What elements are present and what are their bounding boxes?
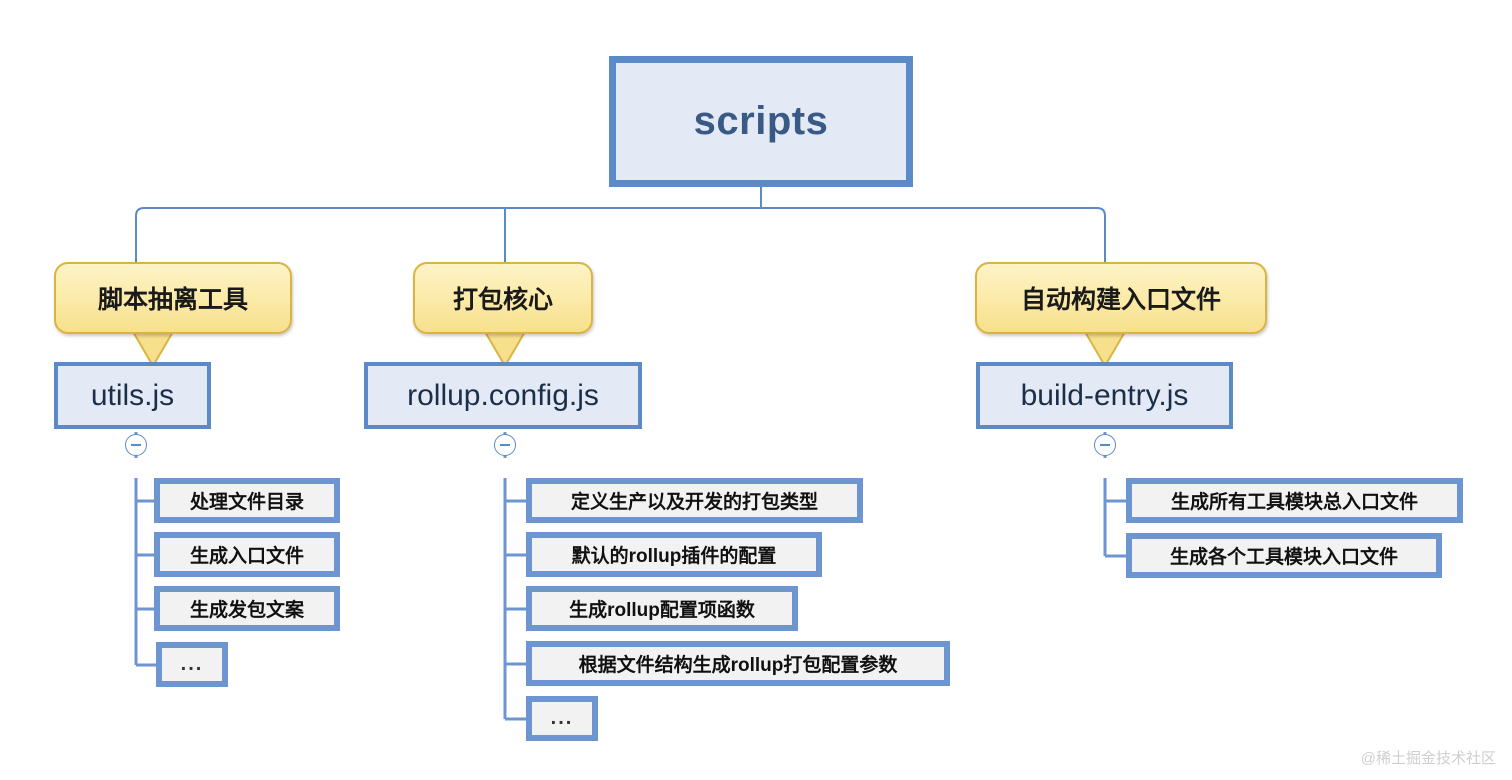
root-node-scripts[interactable]: scripts — [609, 56, 913, 187]
leaf-node[interactable]: 定义生产以及开发的打包类型 — [526, 478, 863, 523]
leaf-label: 生成入口文件 — [189, 546, 304, 567]
minus-icon — [1100, 444, 1110, 446]
leaf-label: 生成各个工具模块入口文件 — [1169, 547, 1398, 568]
callout-utils[interactable]: 脚本抽离工具 — [54, 262, 292, 334]
leaf-label: 定义生产以及开发的打包类型 — [570, 492, 818, 513]
callout-rollup-config[interactable]: 打包核心 — [413, 262, 593, 334]
file-node-label: build-entry.js — [1020, 378, 1189, 412]
leaf-node[interactable]: 根据文件结构生成rollup打包配置参数 — [526, 641, 950, 686]
leaf-node[interactable]: 生成rollup配置项函数 — [526, 586, 798, 631]
leaf-label: ... — [180, 653, 204, 675]
leaf-node[interactable]: 默认的rollup插件的配置 — [526, 532, 822, 577]
leaf-node[interactable]: 生成各个工具模块入口文件 — [1126, 533, 1442, 578]
callout-label: 自动构建入口文件 — [1020, 286, 1221, 314]
callout-build-entry[interactable]: 自动构建入口文件 — [975, 262, 1267, 334]
leaf-node[interactable]: 处理文件目录 — [154, 478, 340, 523]
leaf-node[interactable]: 生成发包文案 — [154, 586, 340, 631]
minus-icon — [500, 444, 510, 446]
leaf-label: 根据文件结构生成rollup打包配置参数 — [578, 655, 898, 676]
page-title: scripts — [693, 99, 829, 143]
file-node-label: utils.js — [90, 378, 175, 412]
file-node-build-entry-js[interactable]: build-entry.js — [976, 362, 1233, 429]
leaf-node-ellipsis[interactable]: ... — [156, 642, 228, 687]
leaf-node[interactable]: 生成入口文件 — [154, 532, 340, 577]
watermark: @稀土掘金技术社区 — [1360, 750, 1496, 767]
file-node-label: rollup.config.js — [407, 378, 599, 412]
leaf-label: 处理文件目录 — [189, 492, 304, 513]
leaf-label: 默认的rollup插件的配置 — [571, 546, 777, 567]
callout-label: 脚本抽离工具 — [97, 286, 248, 314]
callout-tail-group — [131, 329, 1127, 367]
leaf-node[interactable]: 生成所有工具模块总入口文件 — [1126, 478, 1463, 523]
leaf-node-ellipsis[interactable]: ... — [526, 696, 598, 741]
minus-icon — [131, 444, 141, 446]
collapse-toggle-utils[interactable] — [125, 434, 147, 456]
collapse-toggle-rollup-config[interactable] — [494, 434, 516, 456]
file-node-rollup-config-js[interactable]: rollup.config.js — [364, 362, 642, 429]
callout-label: 打包核心 — [452, 286, 553, 314]
leaf-label: 生成rollup配置项函数 — [569, 600, 755, 621]
file-node-utils-js[interactable]: utils.js — [54, 362, 211, 429]
leaf-label: 生成发包文案 — [189, 600, 304, 621]
leaf-label: 生成所有工具模块总入口文件 — [1170, 492, 1418, 513]
leaf-label: ... — [550, 707, 574, 729]
collapse-toggle-build-entry[interactable] — [1094, 434, 1116, 456]
